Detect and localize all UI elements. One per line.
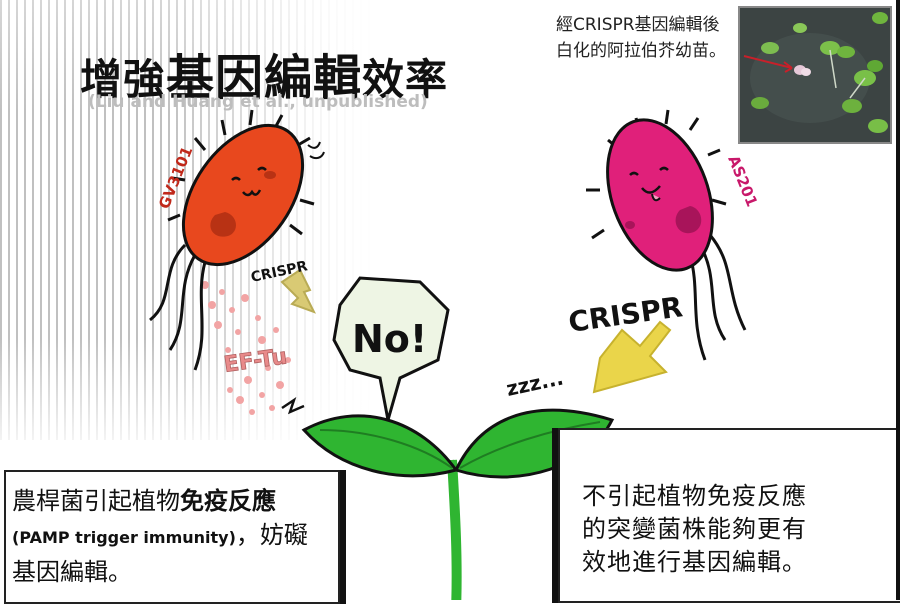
left-leaf <box>301 414 459 478</box>
left-caption-english: (PAMP trigger immunity) <box>12 528 236 547</box>
ef-tu-particles <box>201 281 291 415</box>
speech-text: No! <box>352 317 427 361</box>
title-part-1: 增強 <box>80 55 167 104</box>
left-caption-line2-tail: ，妨礙 <box>235 521 308 549</box>
left-caption-line1: 農桿菌引起植物 <box>12 487 180 515</box>
left-caption-line3: 基因編輯。 <box>12 558 132 586</box>
sleep-label: zzz... <box>504 365 565 400</box>
right-bacterium <box>586 109 727 272</box>
page-title: 增強基因編輯效率 <box>80 38 448 108</box>
right-caption-line1: 不引起植物免疫反應 <box>582 482 807 510</box>
right-caption-text: 不引起植物免疫反應 的突變菌株能夠更有 效地進行基因編輯。 <box>582 480 882 579</box>
right-caption-line3: 效地進行基因編輯。 <box>582 548 807 576</box>
small-crispr-arrow-icon <box>280 268 317 314</box>
sweat-drops-icon <box>307 141 325 160</box>
right-caption-line2: 的突變菌株能夠更有 <box>582 515 807 543</box>
citation-subtitle: (Liu and Huang et al., unpublished) <box>88 92 428 112</box>
left-caption-box <box>4 470 340 604</box>
left-bacterium-flagella <box>149 243 207 371</box>
seedling-photo <box>738 6 892 144</box>
seedling-leaves <box>751 12 888 133</box>
left-caption-bold: 免疫反應 <box>180 487 276 515</box>
speech-bubble <box>332 276 450 421</box>
zap-icon <box>281 396 305 415</box>
title-part-2: 基因編輯 <box>166 50 363 106</box>
title-part-3: 效率 <box>362 55 449 104</box>
left-bacterium <box>167 109 315 267</box>
left-caption-text: 農桿菌引起植物免疫反應 (PAMP trigger immunity)，妨礙 基… <box>12 484 332 589</box>
right-bacterium-label: AS201 <box>724 153 761 210</box>
big-crispr-arrow-icon <box>592 320 672 394</box>
ef-tu-label: EF-Tu <box>222 344 288 378</box>
plant-stem <box>447 459 462 600</box>
frame-edge <box>896 0 900 600</box>
photo-caption: 經CRISPR基因編輯後白化的阿拉伯芥幼苗。 <box>556 15 726 61</box>
